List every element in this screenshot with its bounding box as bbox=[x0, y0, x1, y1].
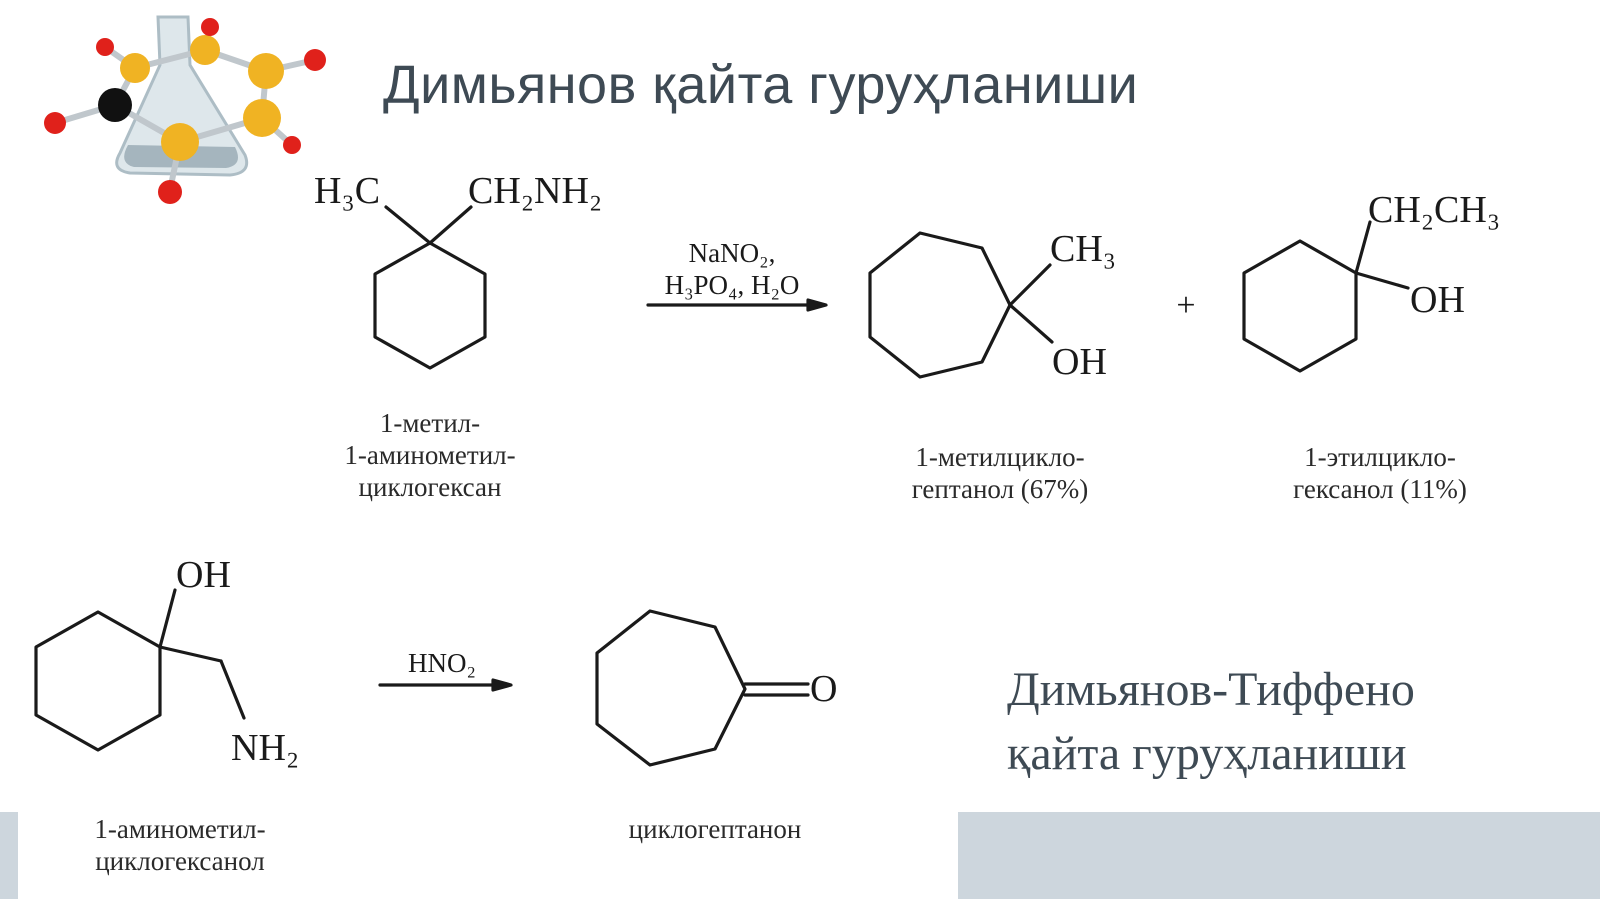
carbonyl-oxygen: O bbox=[810, 668, 837, 710]
product2-name: 1-этилцикло- гексанол (11%) bbox=[1250, 441, 1510, 505]
molecule-flask-icon bbox=[44, 15, 326, 204]
product1-group-hydroxyl: OH bbox=[1052, 341, 1107, 383]
subtitle: Димьянов-Тиффено қайта гуруҳланиши bbox=[1007, 658, 1415, 786]
product1-group-methyl: CH₃ bbox=[1050, 228, 1116, 270]
subtitle-line: қайта гуруҳланиши bbox=[1007, 727, 1407, 780]
caption-line: циклогексан bbox=[358, 472, 502, 502]
footer-band-left bbox=[0, 812, 18, 899]
reactant2-group-amino: NH₂ bbox=[231, 727, 299, 769]
caption-line: циклогептанон bbox=[628, 814, 802, 844]
footer-band-right bbox=[958, 812, 1600, 899]
reaction2-reagent: HNO₂ bbox=[408, 648, 476, 678]
reactant1-name: 1-метил- 1-аминометил- циклогексан bbox=[300, 407, 560, 503]
subtitle-line: Димьянов-Тиффено bbox=[1007, 663, 1415, 716]
caption-line: гексанол (11%) bbox=[1293, 474, 1467, 504]
reactant1-group-aminomethyl: CH₂NH₂ bbox=[468, 170, 602, 212]
cycloheptanone-name: циклогептанон bbox=[580, 813, 850, 845]
reactant2-bond-hydroxyl bbox=[158, 588, 177, 649]
caption-line: циклогексанол bbox=[95, 846, 265, 876]
page-title: Димьянов қайта гуруҳланиши bbox=[383, 55, 1139, 115]
caption-line: 1-метилцикло- bbox=[915, 442, 1085, 472]
product1-bond-methyl bbox=[1008, 263, 1052, 307]
reaction1-reagent-line1: NaNO₂, bbox=[689, 238, 776, 268]
product2-cyclohexane-ring bbox=[1242, 239, 1358, 373]
reactant1-bond-methyl bbox=[384, 205, 432, 245]
reactant1-bond-aminomethyl bbox=[428, 205, 473, 245]
product2-group-ethyl: CH₂CH₃ bbox=[1368, 189, 1500, 231]
product1-bond-hydroxyl bbox=[1008, 303, 1054, 344]
product1-cycloheptane-ring bbox=[868, 231, 1012, 379]
plus-sign: + bbox=[1176, 287, 1195, 324]
caption-line: 1-аминометил- bbox=[94, 814, 266, 844]
reactant2-name: 1-аминометил- циклогексанол bbox=[40, 813, 320, 877]
product2-bond-ethyl bbox=[1354, 220, 1372, 275]
reactant2-bond-ch2 bbox=[158, 645, 223, 663]
reaction1-reagent-line2: H₃PO₄, H₂O bbox=[665, 270, 800, 300]
caption-line: гептанол (67%) bbox=[911, 474, 1089, 504]
product2-bond-hydroxyl bbox=[1354, 271, 1410, 290]
product1-name: 1-метилцикло- гептанол (67%) bbox=[870, 441, 1130, 505]
reactant2-bond-nh2 bbox=[219, 659, 246, 720]
caption-line: 1-аминометил- bbox=[344, 440, 516, 470]
reactant2-group-hydroxyl: OH bbox=[176, 554, 231, 596]
product2-group-hydroxyl: OH bbox=[1410, 279, 1465, 321]
reactant1-group-methyl: H₃C bbox=[314, 170, 380, 212]
reactant1-cyclohexane-ring bbox=[373, 241, 487, 370]
caption-line: 1-этилцикло- bbox=[1304, 442, 1456, 472]
reactant2-cyclohexane-ring bbox=[34, 610, 162, 752]
caption-line: 1-метил- bbox=[379, 408, 481, 438]
cycloheptanone-ring bbox=[595, 609, 747, 767]
